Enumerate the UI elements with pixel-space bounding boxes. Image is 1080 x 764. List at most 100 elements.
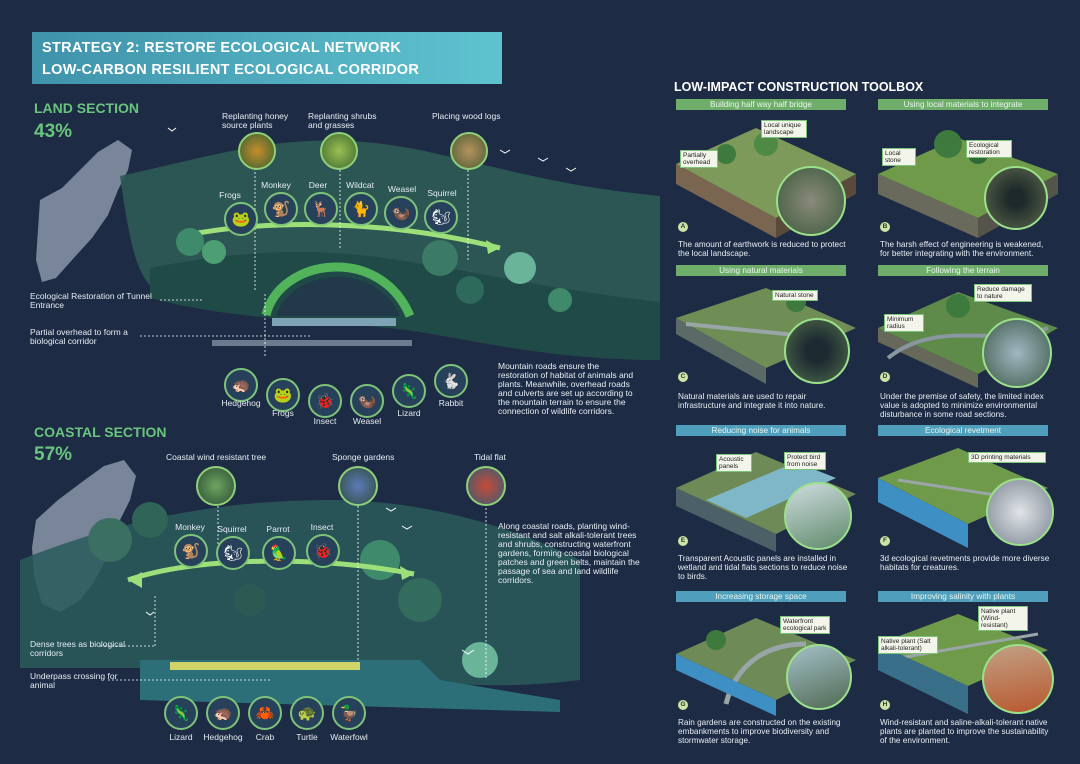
animal-label-insect: Insect bbox=[313, 416, 337, 426]
animal-label-lizard: Lizard bbox=[397, 408, 421, 418]
turtle-icon: 🐢 bbox=[290, 696, 324, 730]
lizard-icon: 🦎 bbox=[392, 374, 426, 408]
wildcat-icon: 🐈 bbox=[344, 192, 378, 226]
tool-illustration-c: Natural stone C bbox=[676, 278, 856, 388]
weasel-icon: 🦦 bbox=[384, 196, 418, 230]
tool-caption-e: Transparent Acoustic panels are installe… bbox=[678, 554, 848, 581]
shrubs-photo-circle bbox=[320, 132, 358, 170]
hedgehog-icon-coast: 🦔 bbox=[206, 696, 240, 730]
marker-c: C bbox=[678, 372, 688, 382]
sponge-garden-photo-circle bbox=[338, 466, 378, 506]
tool-bar-g: Increasing storage space bbox=[676, 591, 846, 602]
label-tunnel-restoration: Ecological Restoration of Tunnel Entranc… bbox=[30, 291, 152, 310]
animal-label-hedgehog-coast: Hedgehog bbox=[203, 732, 243, 742]
hedgehog-icon: 🦔 bbox=[224, 368, 258, 402]
squirrel-icon: 🐿 bbox=[424, 200, 458, 234]
tool-caption-f: 3d ecological revetments provide more di… bbox=[880, 554, 1050, 572]
marker-f: F bbox=[880, 536, 890, 546]
weasel-icon-2: 🦦 bbox=[350, 384, 384, 418]
label-partial-overhead: Partial overhead to form a biological co… bbox=[30, 327, 128, 346]
tag-partially-overhead: Partially overhead bbox=[680, 150, 718, 168]
marker-e: E bbox=[678, 536, 688, 546]
label-shrubs-grasses: Replanting shrubs and grasses bbox=[308, 111, 377, 130]
tag-local-unique-landscape: Local unique landscape bbox=[761, 120, 807, 138]
label-wood-logs: Placing wood logs bbox=[432, 111, 501, 121]
tool-photo-b bbox=[984, 166, 1048, 230]
animal-label-deer: Deer bbox=[308, 180, 328, 190]
coastal-section-percent: 57% bbox=[34, 444, 73, 465]
animal-label-squirrel-coast: Squirrel bbox=[217, 524, 247, 534]
insect-icon: 🐞 bbox=[308, 384, 342, 418]
frog-icon: 🐸 bbox=[224, 202, 258, 236]
tag-native-plant-wind: Native plant (Wind-resistant) bbox=[978, 606, 1028, 631]
animal-label-weasel: Weasel bbox=[387, 184, 417, 194]
title-banner: STRATEGY 2: RESTORE ECOLOGICAL NETWORK L… bbox=[32, 32, 502, 84]
tool-photo-d bbox=[982, 318, 1052, 388]
squirrel-icon-coast: 🐿 bbox=[216, 536, 250, 570]
tag-waterfront-park: Waterfront ecological park bbox=[780, 616, 830, 634]
tool-illustration-b: Local stone Ecological restoration B bbox=[878, 114, 1058, 238]
tool-caption-h: Wind-resistant and saline-alkali-toleran… bbox=[880, 718, 1049, 745]
animal-label-weasel-2: Weasel bbox=[352, 416, 382, 426]
marker-d: D bbox=[880, 372, 890, 382]
wood-logs-photo-circle bbox=[450, 132, 488, 170]
tool-caption-a: The amount of earthwork is reduced to pr… bbox=[678, 240, 846, 258]
coastal-tree-photo-circle bbox=[196, 466, 236, 506]
tool-illustration-h: Native plant (Wind-resistant) Native pla… bbox=[878, 604, 1058, 716]
animal-label-monkey-coast: Monkey bbox=[175, 522, 205, 532]
tool-bar-d: Following the terrain bbox=[878, 265, 1048, 276]
label-tidal-flat: Tidal flat bbox=[474, 452, 506, 462]
monkey-icon-coast: 🐒 bbox=[174, 534, 208, 568]
crab-icon: 🦀 bbox=[248, 696, 282, 730]
label-wind-resistant-tree: Coastal wind resistant tree bbox=[166, 452, 267, 462]
animal-label-parrot: Parrot bbox=[266, 524, 290, 534]
tool-bar-h: Improving salinity with plants bbox=[878, 591, 1048, 602]
title-line-2: LOW-CARBON RESILIENT ECOLOGICAL CORRIDOR bbox=[42, 62, 420, 78]
tag-native-plant-salt: Native plant (Salt alkali-tolerant) bbox=[878, 636, 938, 654]
coastal-description: Along coastal roads, planting wind-resis… bbox=[498, 521, 640, 585]
marker-a: A bbox=[678, 222, 688, 232]
toolbox-title: LOW-IMPACT CONSTRUCTION TOOLBOX bbox=[674, 80, 924, 94]
label-sponge-gardens: Sponge gardens bbox=[332, 452, 395, 462]
animal-label-wildcat: Wildcat bbox=[346, 180, 374, 190]
animal-label-insect-coast: Insect bbox=[310, 522, 334, 532]
tag-ecological-restoration: Ecological restoration bbox=[966, 140, 1012, 158]
tag-3d-printing: 3D printing materials bbox=[968, 452, 1046, 463]
tool-bar-f: Ecological revetment bbox=[878, 425, 1048, 436]
tag-minimum-radius: Minimum radius bbox=[884, 314, 924, 332]
tool-photo-a bbox=[776, 166, 846, 236]
tool-bar-b: Using local materials to integrate bbox=[878, 99, 1048, 110]
tool-photo-c bbox=[784, 318, 850, 384]
waterfowl-icon: 🦆 bbox=[332, 696, 366, 730]
animal-label-rabbit: Rabbit bbox=[438, 398, 464, 408]
tool-illustration-d: Reduce damage to nature Minimum radius D bbox=[878, 278, 1058, 388]
monkey-icon: 🐒 bbox=[264, 192, 298, 226]
label-underpass: Underpass crossing for animal bbox=[30, 671, 118, 690]
animal-label-crab: Crab bbox=[255, 732, 275, 742]
coastal-section-title: COASTAL SECTION bbox=[34, 424, 167, 440]
animal-label-turtle: Turtle bbox=[296, 732, 318, 742]
tool-caption-b: The harsh effect of engineering is weake… bbox=[880, 240, 1044, 258]
land-section-title: LAND SECTION bbox=[34, 100, 139, 116]
land-section-percent: 43% bbox=[34, 121, 73, 142]
animal-label-squirrel: Squirrel bbox=[427, 188, 457, 198]
tag-protect-bird: Protect bird from noise bbox=[784, 452, 826, 470]
tool-illustration-a: Local unique landscape Partially overhea… bbox=[676, 114, 856, 238]
land-description: Mountain roads ensure the restoration of… bbox=[498, 361, 634, 416]
animal-label-waterfowl: Waterfowl bbox=[330, 732, 368, 742]
tidal-flat-photo-circle bbox=[466, 466, 506, 506]
tool-photo-f bbox=[986, 478, 1054, 546]
animal-label-hedgehog: Hedgehog bbox=[221, 398, 261, 408]
tool-illustration-g: Waterfront ecological park G bbox=[676, 604, 856, 716]
animal-label-frogs-2: Frogs bbox=[272, 408, 294, 418]
animal-label-lizard-coast: Lizard bbox=[169, 732, 193, 742]
label-honey-plants: Replanting honey source plants bbox=[222, 111, 289, 130]
lizard-icon-coast: 🦎 bbox=[164, 696, 198, 730]
marker-h: H bbox=[880, 700, 890, 710]
tool-bar-e: Reducing noise for animals bbox=[676, 425, 846, 436]
frog-icon-2: 🐸 bbox=[266, 378, 300, 412]
tool-caption-c: Natural materials are used to repair inf… bbox=[678, 392, 826, 410]
marker-g: G bbox=[678, 700, 688, 710]
animal-label-monkey: Monkey bbox=[261, 180, 291, 190]
parrot-icon: 🦜 bbox=[262, 536, 296, 570]
